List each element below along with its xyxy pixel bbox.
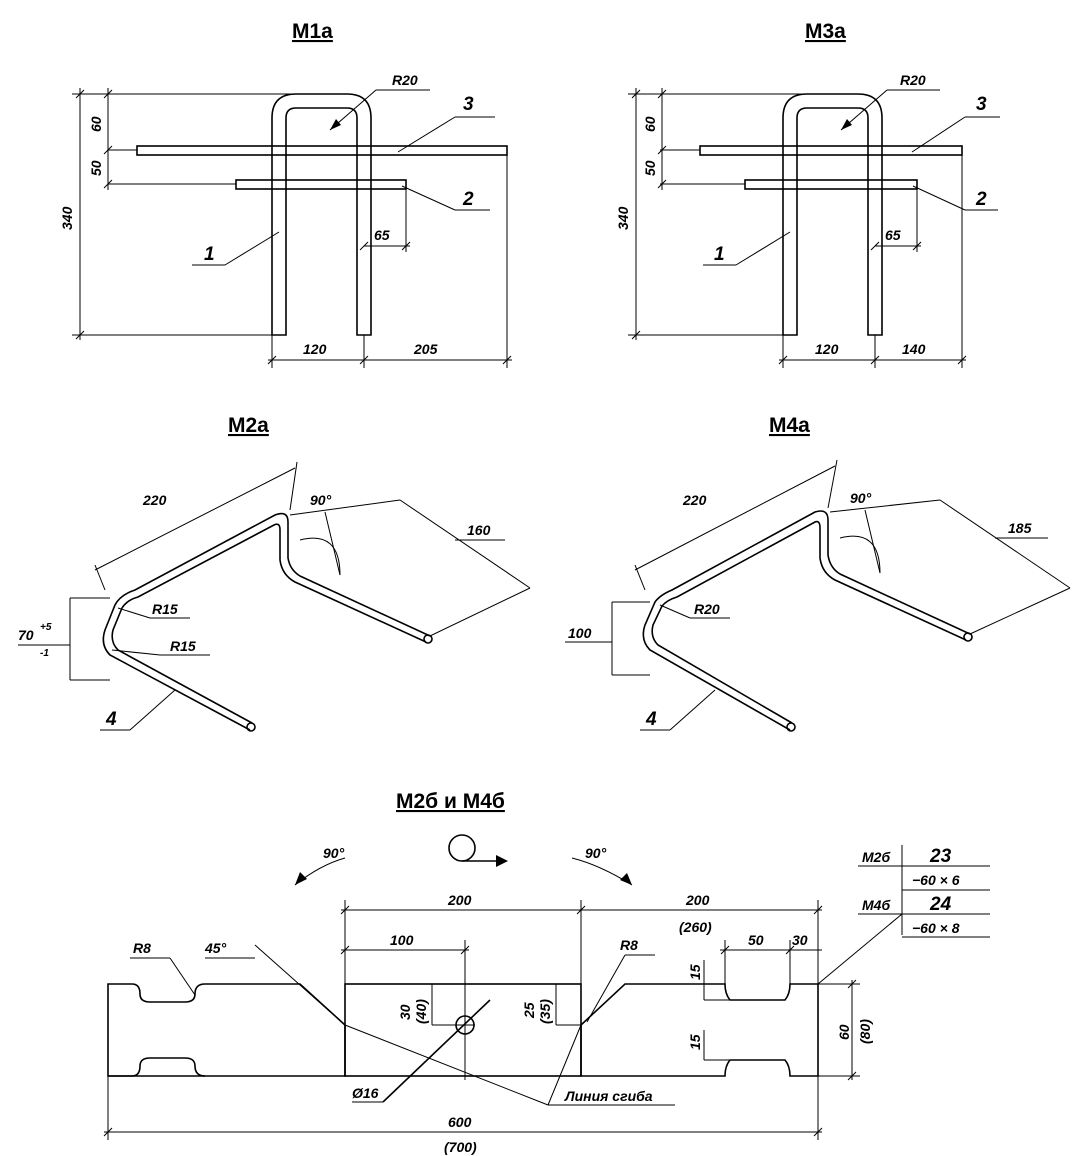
- m4a-angle: 90°: [850, 490, 872, 506]
- m1a-dim-65: 65: [374, 227, 390, 243]
- m2a-angle: 90°: [310, 492, 332, 508]
- m4a-bar-inner: [651, 520, 967, 724]
- m2a-view: 220 90° 160 70 +5 -1 R15 R15 4: [18, 461, 531, 732]
- m3a-view: R20 60 50 340 65 120 140 3 2 1: [615, 72, 1000, 368]
- plate-left-part: [107, 983, 346, 1077]
- m4a-r20: R20: [694, 601, 720, 617]
- plate-angle-45: 45°: [204, 940, 227, 956]
- plate-dim-30v: 30: [397, 1004, 413, 1020]
- m4a-dim-100: 100: [568, 625, 592, 641]
- plate-dim-200-left: 200: [447, 892, 472, 908]
- m1a-dim-50: 50: [88, 160, 104, 176]
- m3a-bar-2: [744, 179, 918, 190]
- m1a-r20: R20: [392, 72, 418, 88]
- m1a-view: R20 60 50 340 65 120 205 3 2 1: [59, 72, 512, 368]
- m2a-bar-outer: [102, 512, 431, 731]
- m1a-bar-3: [136, 145, 508, 156]
- m2a-tol-plus: +5: [40, 622, 52, 633]
- m2a-tol-minus: -1: [40, 648, 49, 659]
- plate-dim-15-bottom: 15: [687, 1034, 703, 1050]
- plate-right-part: [580, 983, 819, 1077]
- m2a-dim-70: 70: [18, 627, 34, 643]
- plate-dim-700: (700): [444, 1139, 477, 1155]
- plate-dim-30: 30: [792, 932, 808, 948]
- plate-dim-200-right: 200: [685, 892, 710, 908]
- m4a-dim-220: 220: [682, 492, 707, 508]
- plate-dim-15-top: 15: [687, 964, 703, 980]
- m3a-dim-65: 65: [885, 227, 901, 243]
- m2a-pos-4: 4: [105, 709, 117, 730]
- plate-bend-line: Линия сгиба: [564, 1088, 653, 1104]
- plate-dim-100: 100: [390, 932, 414, 948]
- plate-angle-left: 90°: [323, 845, 345, 861]
- m4a-pos-4: 4: [645, 709, 657, 730]
- plate-r8-right: R8: [620, 937, 638, 953]
- m4a-bar-outer: [642, 510, 971, 731]
- table-s24: −60 × 8: [912, 920, 960, 936]
- table-m2b: М2б: [862, 849, 890, 865]
- plate-dim-60v: 60: [836, 1024, 852, 1040]
- plate-middle-part: [344, 983, 582, 1077]
- m3a-dim-340: 340: [615, 206, 631, 230]
- m2a-dim-160: 160: [467, 522, 491, 538]
- plate-left-notch-bottom: [108, 1057, 206, 1077]
- m3a-bar-3: [699, 145, 963, 156]
- m3a-pos-1: 1: [714, 244, 725, 265]
- m1a-pos-1: 1: [204, 244, 215, 265]
- plate-dim-600: 600: [448, 1114, 472, 1130]
- table-s23: −60 × 6: [912, 872, 960, 888]
- m4a-dim-185: 185: [1008, 520, 1032, 536]
- plate-dim-25v: 25: [521, 1002, 537, 1019]
- m2a-r15-bottom: R15: [170, 638, 196, 654]
- title-m1a: М1а: [292, 20, 333, 43]
- m1a-u-bar: [271, 93, 372, 336]
- m3a-pos-2: 2: [975, 189, 987, 210]
- table-n23: 23: [929, 846, 952, 867]
- plate-dim-50: 50: [748, 932, 764, 948]
- table-m4b: М4б: [862, 897, 890, 913]
- m2a-r15-top: R15: [152, 601, 178, 617]
- plate-dim-40v: (40): [413, 999, 429, 1024]
- m1a-bar-2: [235, 179, 407, 190]
- m3a-dim-60: 60: [642, 116, 658, 132]
- title-m4a: М4а: [769, 414, 810, 437]
- m2a-bar-inner: [111, 523, 427, 724]
- m4a-view: 220 90° 185 100 R20 4: [565, 459, 1071, 732]
- m3a-pos-3: 3: [976, 94, 987, 115]
- rotation-symbol: [448, 834, 476, 862]
- plate-angle-right: 90°: [585, 845, 607, 861]
- plate-hole-dia: Ø16: [352, 1085, 379, 1101]
- m3a-dim-140: 140: [902, 341, 926, 357]
- m1a-dim-205: 205: [413, 341, 438, 357]
- table-n24: 24: [929, 894, 952, 915]
- m3a-u-bar: [782, 93, 883, 336]
- m3a-r20: R20: [900, 72, 926, 88]
- plate-view: 90° 90° 200 200 (260) 100 50 30 R8 R8 45…: [103, 834, 990, 1155]
- plate-dim-35v: (35): [537, 999, 553, 1024]
- m1a-pos-2: 2: [462, 189, 474, 210]
- plate-dim-80v: (80): [857, 1019, 873, 1044]
- m1a-dim-60: 60: [88, 116, 104, 132]
- m1a-dim-120: 120: [303, 341, 327, 357]
- m1a-dim-340: 340: [59, 206, 75, 230]
- title-m2a: М2а: [228, 414, 269, 437]
- m1a-pos-3: 3: [463, 94, 474, 115]
- plate-dim-260: (260): [679, 919, 712, 935]
- m3a-dim-50: 50: [642, 160, 658, 176]
- title-m3a: М3а: [805, 20, 846, 43]
- m2a-dim-220: 220: [142, 492, 167, 508]
- plate-r8-left: R8: [133, 940, 151, 956]
- m3a-dim-120: 120: [815, 341, 839, 357]
- title-m2b-m4b: М2б и М4б: [396, 790, 505, 813]
